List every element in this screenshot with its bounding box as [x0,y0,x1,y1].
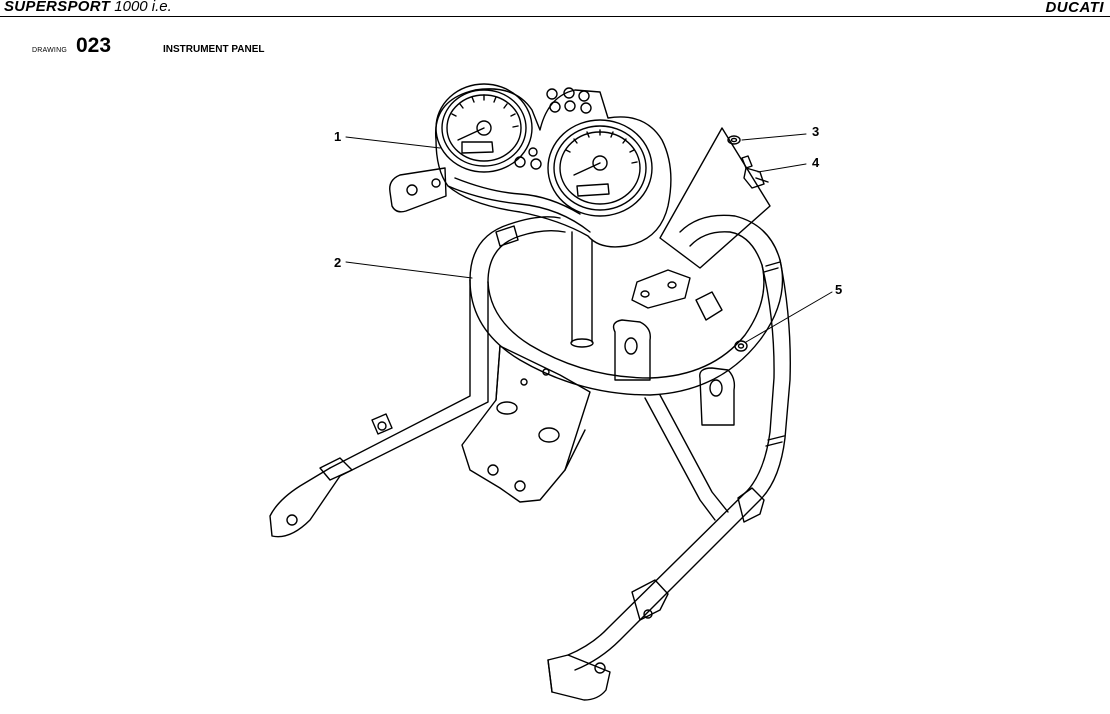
callout-2: 2 [334,255,341,270]
callout-4: 4 [812,155,820,170]
leader-lines [345,133,833,343]
header-rule [0,16,1110,17]
callout-3: 3 [812,124,819,139]
drawing-number: 023 [76,34,112,57]
callout-5: 5 [835,282,842,297]
callout-1: 1 [334,129,341,144]
instrument-cluster [389,83,672,348]
small-parts [659,127,771,352]
instrument-frame [269,214,791,701]
drawing-label: DRAWING [32,47,67,54]
model-name-suffix: 1000 i.e. [114,0,172,15]
callout-labels: 1 2 3 4 5 [334,124,842,297]
model-name: SUPERSPORT 1000 i.e. [4,0,172,15]
drawing-title: INSTRUMENT PANEL [163,44,265,55]
model-name-bold: SUPERSPORT [4,0,111,15]
brand-logo: DUCATI [1045,0,1104,16]
page-header: SUPERSPORT 1000 i.e. DUCATI [0,0,1110,17]
